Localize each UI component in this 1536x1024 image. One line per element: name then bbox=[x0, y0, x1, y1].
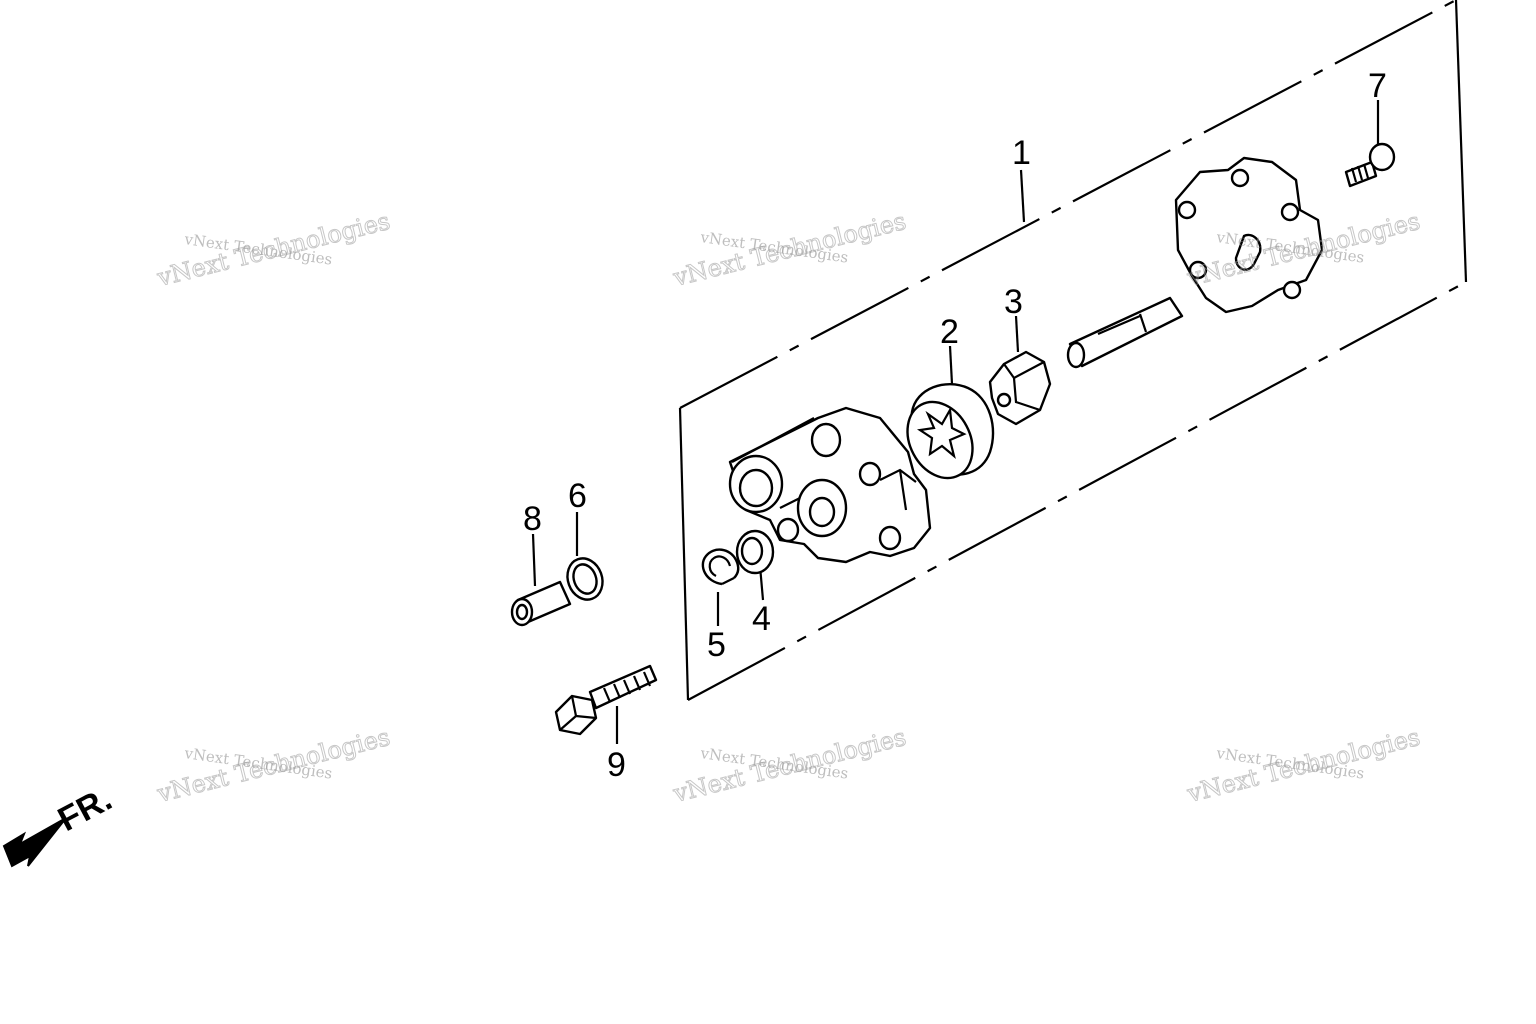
svg-text:vNext Technologies: vNext Technologies bbox=[1184, 723, 1423, 808]
outer-rotor-part bbox=[906, 383, 995, 480]
leader-lines bbox=[531, 100, 1380, 744]
dowel-pin-part bbox=[510, 580, 572, 627]
callout-8: 8 bbox=[523, 500, 542, 538]
flange-bolt-part bbox=[554, 664, 658, 736]
svg-text:vNext Technologies: vNext Technologies bbox=[670, 723, 909, 808]
callout-5: 5 bbox=[707, 626, 726, 664]
front-direction-arrow-icon: FR. bbox=[2, 780, 118, 868]
callout-3: 3 bbox=[1004, 283, 1023, 321]
svg-text:vNext Technologies: vNext Technologies bbox=[670, 207, 909, 292]
bolt-small-part bbox=[1344, 142, 1396, 188]
pump-shaft bbox=[1066, 296, 1184, 369]
watermark-top-left: vNext Technologies vNext Technologies bbox=[153, 206, 393, 292]
callout-4: 4 bbox=[752, 600, 771, 638]
assembly-outline bbox=[678, 0, 1468, 701]
callout-2: 2 bbox=[940, 313, 959, 351]
svg-text:vNext Technologies: vNext Technologies bbox=[154, 207, 393, 292]
callout-9: 9 bbox=[607, 746, 626, 784]
svg-text:vNext Technologies: vNext Technologies bbox=[154, 723, 393, 808]
watermark-bottom-right: vNext Technologies vNext Technologies bbox=[1183, 722, 1423, 808]
watermark-top-center: vNext Technologies vNext Technologies bbox=[669, 206, 909, 292]
inner-rotor-part bbox=[988, 350, 1052, 426]
front-direction-label: FR. bbox=[52, 780, 118, 839]
pump-cover-plate bbox=[1174, 156, 1324, 314]
watermark-bottom-center: vNext Technologies vNext Technologies bbox=[669, 722, 909, 808]
callout-7: 7 bbox=[1368, 67, 1387, 105]
watermark-bottom-left: vNext Technologies vNext Technologies bbox=[153, 722, 393, 808]
callout-1: 1 bbox=[1012, 134, 1031, 172]
callout-6: 6 bbox=[568, 477, 587, 515]
o-ring-part bbox=[566, 557, 604, 601]
pump-body bbox=[728, 406, 932, 564]
oil-seal-part bbox=[735, 529, 775, 575]
circlip-part bbox=[701, 548, 740, 586]
